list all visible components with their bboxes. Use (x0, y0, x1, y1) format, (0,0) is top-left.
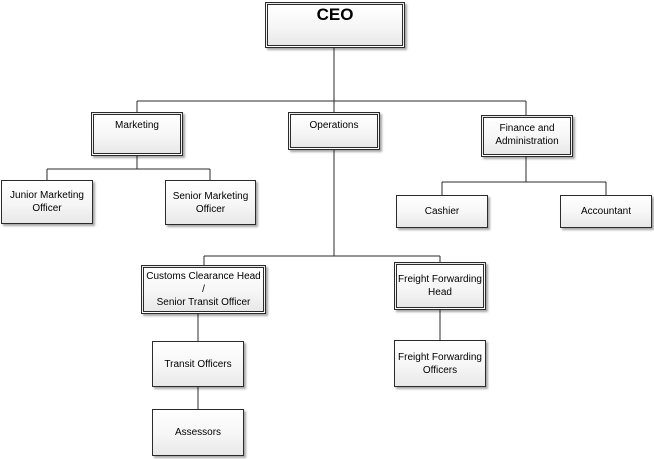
node-accountant-label: Accountant (580, 206, 632, 217)
node-customs-clearance: Customs Clearance Head / Senior Transit … (141, 265, 266, 314)
node-freight-forwarding-officers: Freight Forwarding Officers (394, 340, 486, 387)
node-transit-officers-label: Transit Officers (164, 358, 232, 370)
node-operations: Operations (288, 112, 380, 150)
node-ceo-label: CEO (316, 5, 354, 24)
node-marketing-label: Marketing (115, 120, 159, 131)
node-senior-marketing-label: Senior Marketing Officer (172, 190, 249, 215)
node-accountant: Accountant (560, 195, 652, 228)
node-cashier: Cashier (396, 195, 488, 228)
node-junior-marketing-label: Junior Marketing Officer (10, 190, 84, 214)
node-ceo: CEO (265, 2, 405, 48)
node-marketing: Marketing (91, 112, 183, 156)
node-assessors-label: Assessors (174, 427, 222, 438)
node-customs-clearance-label: Customs Clearance Head / Senior Transit … (146, 271, 261, 308)
node-transit-officers: Transit Officers (152, 341, 244, 387)
node-finance: Finance and Administration (481, 115, 573, 157)
node-assessors: Assessors (152, 409, 244, 456)
node-junior-marketing: Junior Marketing Officer (1, 180, 93, 224)
node-freight-forwarding-head: Freight Forwarding Head (394, 262, 486, 310)
node-cashier-label: Cashier (424, 206, 460, 217)
node-freight-forwarding-head-label: Freight Forwarding Head (398, 274, 482, 298)
node-freight-forwarding-officers-label: Freight Forwarding Officers (398, 351, 482, 376)
node-finance-label: Finance and Administration (495, 123, 559, 147)
node-operations-label: Operations (309, 120, 359, 131)
node-senior-marketing: Senior Marketing Officer (165, 180, 256, 225)
